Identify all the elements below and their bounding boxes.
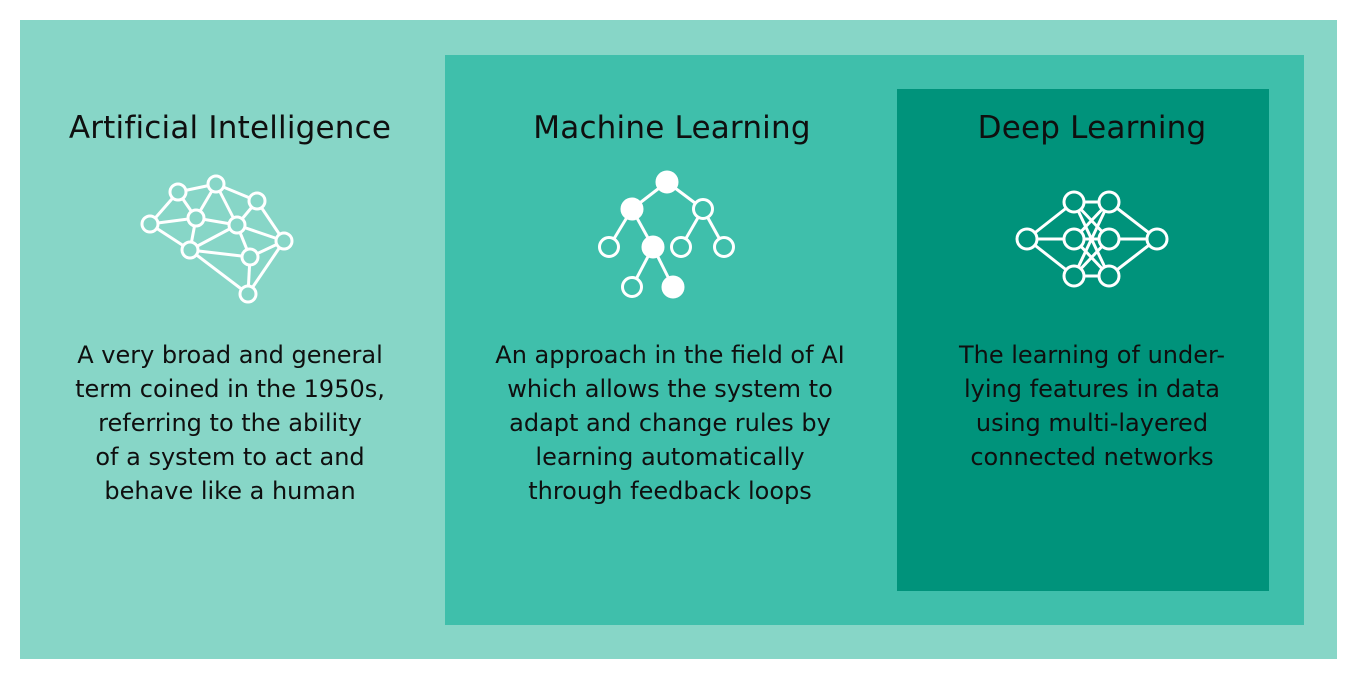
dl-description-line: The learning of under- (959, 341, 1225, 369)
dl-title: Deep Learning (977, 110, 1207, 146)
ai-description: A very broad and general term coined in … (30, 338, 430, 508)
ai-description-line: referring to the ability (98, 409, 362, 437)
ml-title: Machine Learning (533, 110, 811, 146)
ml-description-line: adapt and change rules by (509, 409, 831, 437)
ai-description-line: behave like a human (104, 477, 356, 505)
decision-tree-icon (598, 170, 735, 299)
ml-description: An approach in the field of AI which all… (445, 338, 895, 508)
dl-description-line: lying features in data (964, 375, 1220, 403)
ml-description-line: which allows the system to (507, 375, 833, 403)
ml-description-line: An approach in the field of AI (495, 341, 845, 369)
neural-network-icon (1015, 190, 1169, 288)
dl-description-line: connected networks (970, 443, 1214, 471)
dl-panel (897, 89, 1269, 591)
ai-title: Artificial Intelligence (68, 110, 392, 146)
ai-description-line: term coined in the 1950s, (75, 375, 385, 403)
brain-network-icon (140, 174, 294, 304)
ai-description-line: A very broad and general (77, 341, 383, 369)
dl-description: The learning of under- lying features in… (897, 338, 1287, 474)
dl-description-line: using multi-layered (975, 409, 1209, 437)
ml-description-line: learning automatically (535, 443, 805, 471)
ml-description-line: through feedback loops (528, 477, 812, 505)
ai-description-line: of a system to act and (95, 443, 365, 471)
